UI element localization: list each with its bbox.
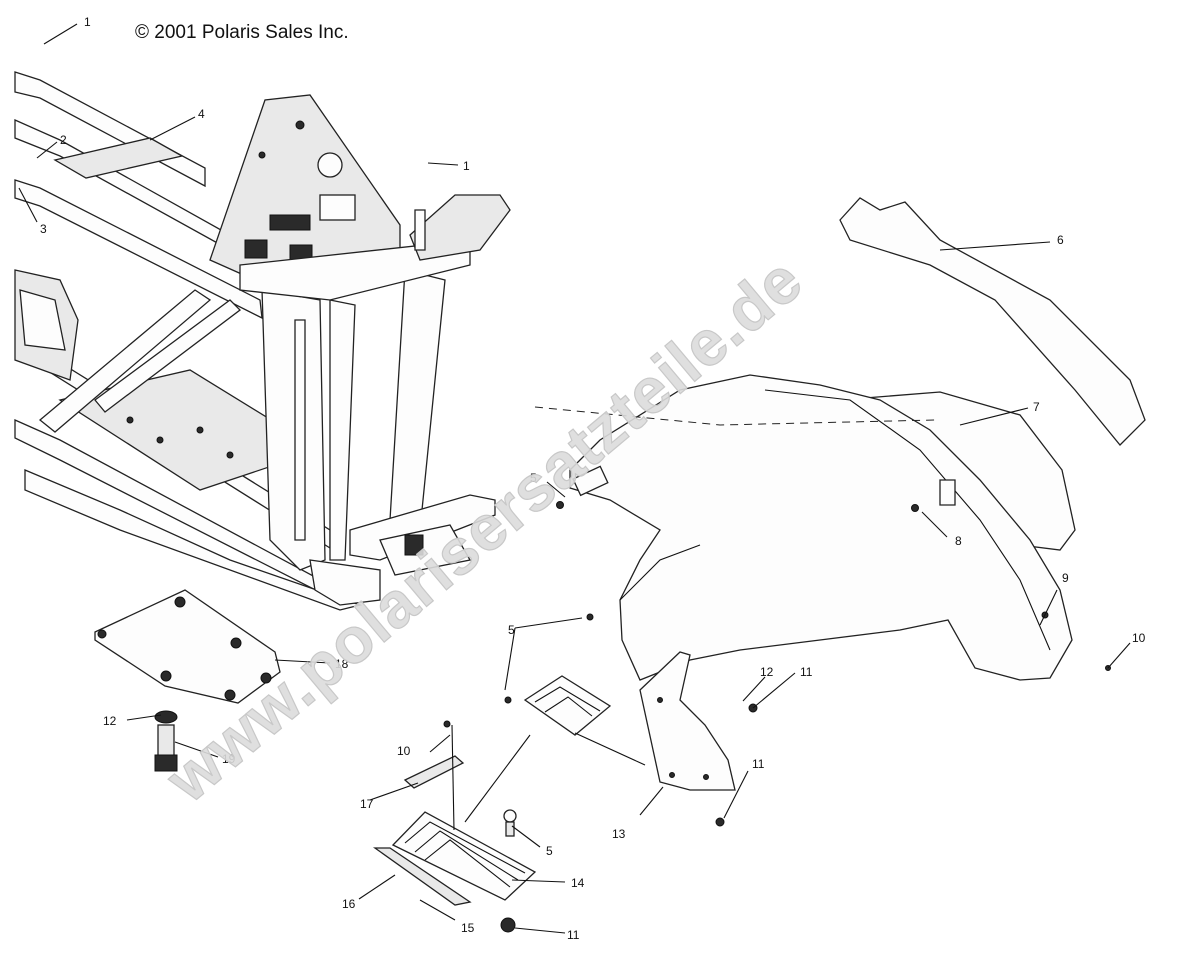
skid-plate	[94, 589, 281, 704]
fender-assembly	[504, 197, 1146, 827]
callout-19: 19	[222, 752, 236, 766]
callout-14: 14	[571, 876, 585, 890]
callout-1: 1	[463, 159, 470, 173]
callout-11: 11	[752, 757, 765, 771]
leader-lines	[18, 23, 1131, 934]
callout-11: 11	[800, 665, 813, 679]
callout-5: 5	[508, 623, 515, 637]
callout-labels: 1 1 2 3 4 5 5 5 6 7 8 9 10 10 11 11 11 1…	[40, 15, 1146, 942]
footrest-assembly	[372, 720, 537, 933]
callout-12: 12	[103, 714, 117, 728]
callout-3: 3	[40, 222, 47, 236]
callout-15: 15	[461, 921, 475, 935]
callout-8: 8	[955, 534, 962, 548]
callout-13: 13	[612, 827, 626, 841]
bolt-assembly	[154, 710, 178, 772]
callout-11: 11	[567, 928, 580, 942]
callout-5: 5	[546, 844, 553, 858]
callout-7: 7	[1033, 400, 1040, 414]
callout-5: 5	[530, 471, 537, 485]
callout-12: 12	[760, 665, 774, 679]
callout-18: 18	[335, 657, 349, 671]
callout-4: 4	[198, 107, 205, 121]
frame-assembly	[14, 71, 511, 611]
callout-10: 10	[397, 744, 411, 758]
reference-line	[534, 406, 936, 426]
callout-10: 10	[1132, 631, 1146, 645]
callout-16: 16	[342, 897, 356, 911]
callout-9: 9	[1062, 571, 1069, 585]
callout-17: 17	[360, 797, 374, 811]
callout-6: 6	[1057, 233, 1064, 247]
callout-2: 2	[60, 133, 67, 147]
copyright-text: © 2001 Polaris Sales Inc.	[135, 22, 349, 43]
callout-1: 1	[84, 15, 91, 29]
